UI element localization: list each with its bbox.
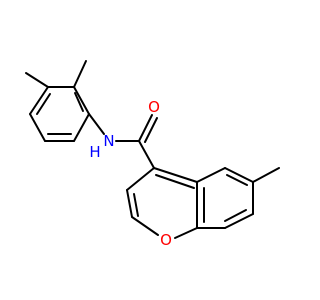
bond-ox-5 — [174, 227, 198, 239]
structure-canvas: O N H O — [25, 60, 280, 249]
bond-bz-2 — [224, 167, 254, 183]
atom-labels: O N H O — [89, 98, 172, 249]
bond-methyl-c — [252, 167, 280, 183]
bond-ox-1 — [153, 167, 198, 183]
bond-ox-2 — [126, 167, 155, 191]
bond-methyl-b — [73, 60, 87, 88]
bond-ph-3 — [73, 113, 90, 142]
bond-ox-3-double — [133, 193, 139, 217]
bond-carbonyl-ring — [138, 140, 155, 169]
bond-ph-double-c — [36, 93, 51, 115]
bond-ox-1-double — [155, 174, 195, 189]
bond-ph-5 — [29, 113, 46, 142]
bond-ox-3 — [126, 189, 133, 218]
bond-ph-6 — [29, 86, 49, 115]
bond-bz-double-b — [224, 209, 247, 222]
bonds — [25, 60, 280, 239]
bond-ph-n — [88, 113, 105, 135]
bond-bz-1 — [196, 167, 226, 183]
atom-carbonyl-oxygen: O — [148, 98, 160, 116]
atom-amide-hydrogen: H — [89, 143, 100, 161]
bond-ph-2 — [73, 86, 90, 115]
bond-ox-4 — [131, 216, 159, 236]
bond-carbonyl-o-2 — [144, 117, 158, 143]
bond-ph-double-a — [74, 92, 84, 112]
bond-carbonyl-o-1 — [138, 114, 153, 142]
atom-ring-oxygen: O — [160, 231, 172, 249]
bond-methyl-a — [25, 72, 49, 88]
atom-amide-nitrogen: N — [103, 132, 114, 150]
bond-bz-double-a — [226, 174, 248, 186]
molecule-structure: O N H O — [25, 60, 280, 249]
bond-bz-4 — [224, 213, 254, 229]
